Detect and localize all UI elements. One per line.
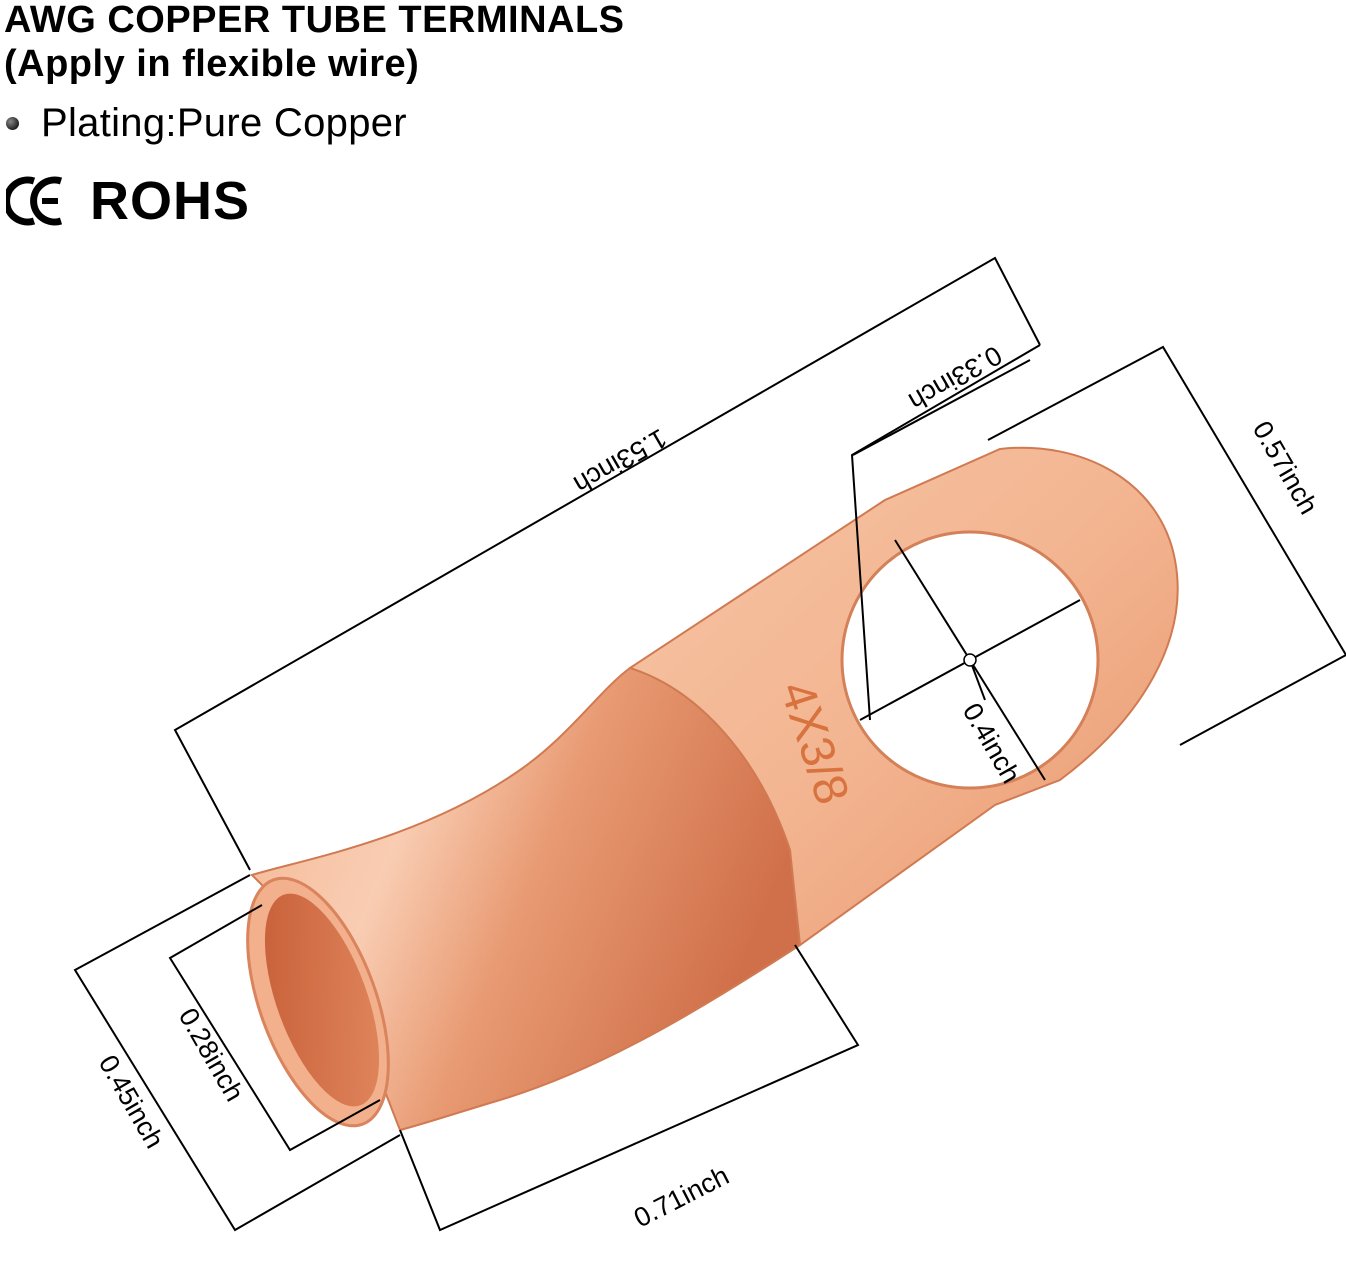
title-line-2: (Apply in flexible wire) — [4, 43, 420, 85]
dim-barrel-length: 0.71inch — [629, 1160, 734, 1233]
copper-terminal: 4X3/8 — [246, 446, 1179, 1132]
dim-total-length: 1.53inch — [569, 423, 672, 500]
ce-mark-icon — [6, 176, 63, 226]
hole-center — [963, 653, 977, 667]
title-line-1: AWG COPPER TUBE TERMINALS — [4, 0, 625, 41]
rohs-label: ROHS — [90, 171, 251, 231]
certification-row: ROHS — [6, 166, 250, 236]
dimension-lines — [73, 256, 1346, 1232]
plating-bullet: Plating:Pure Copper — [6, 98, 407, 148]
barrel-inner — [264, 893, 380, 1107]
dim-barrel-outer: 0.45inch — [93, 1050, 170, 1153]
bullet-icon — [6, 116, 19, 130]
dim-barrel-inner: 0.28inch — [173, 1003, 250, 1106]
dim-tongue-length: 0.33inch — [904, 340, 1007, 417]
plating-text: Plating:Pure Copper — [41, 100, 407, 145]
terminal-barrel — [250, 666, 802, 1132]
dim-tongue-width: 0.57inch — [1247, 416, 1324, 519]
